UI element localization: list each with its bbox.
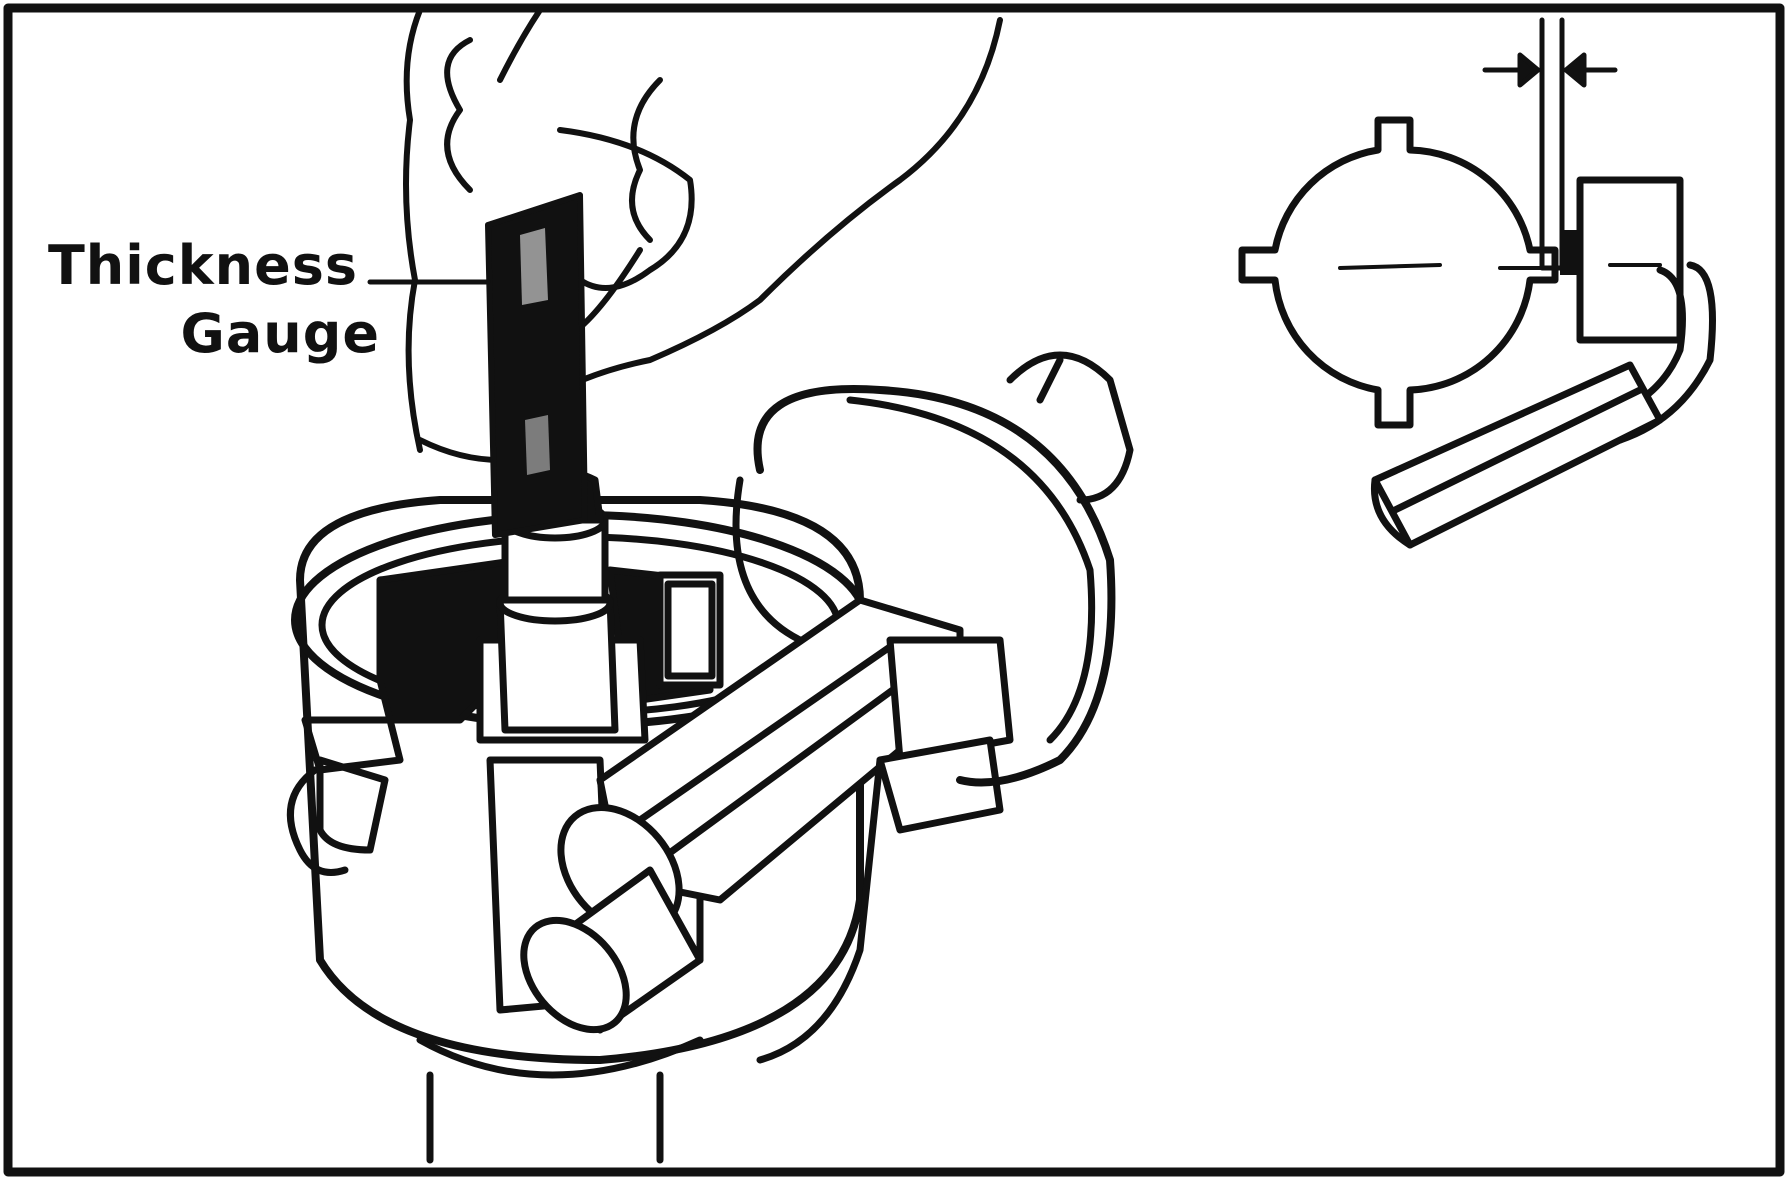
thickness-gauge-blade xyxy=(485,192,588,538)
air-gap-arrows xyxy=(1482,52,1618,88)
vacuum-advance-unit xyxy=(732,351,1134,1064)
rotor-signal-inset xyxy=(1238,17,1716,549)
callout-label-thickness: Thickness xyxy=(47,234,358,297)
callout-label-gauge: Gauge xyxy=(180,302,380,365)
figure-border xyxy=(3,3,1785,1177)
terminal-connector xyxy=(520,596,1014,1034)
